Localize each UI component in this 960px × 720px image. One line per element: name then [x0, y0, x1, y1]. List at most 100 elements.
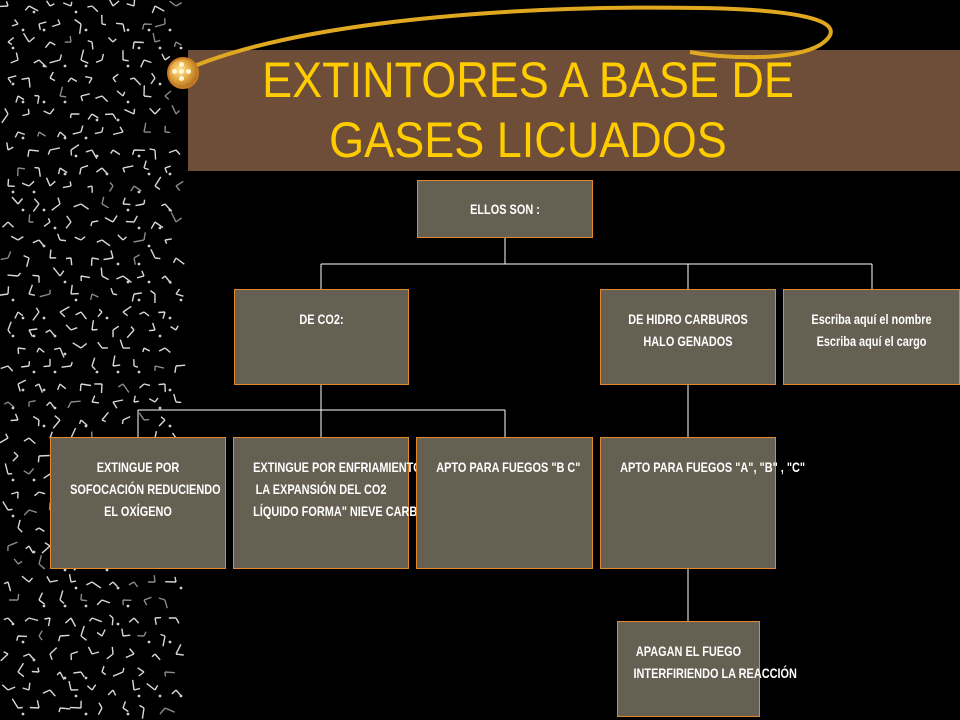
pattern-glyph [67, 77, 78, 83]
pattern-glyph [6, 142, 14, 151]
pattern-glyph [148, 397, 159, 403]
pattern-dot [32, 334, 36, 338]
pattern-glyph [70, 651, 79, 661]
pattern-glyph [150, 221, 164, 230]
pattern-glyph [70, 144, 80, 156]
pattern-glyph [23, 254, 30, 267]
pattern-glyph [143, 596, 152, 606]
pattern-glyph [133, 254, 141, 265]
pattern-glyph [122, 599, 132, 606]
pattern-dot [21, 388, 25, 392]
pattern-glyph [13, 558, 23, 565]
pattern-glyph [135, 199, 146, 207]
pattern-dot [95, 370, 99, 374]
pattern-dot [179, 694, 183, 698]
pattern-dot [147, 172, 151, 176]
box-line: LA EXPANSIÓN DEL CO2 [255, 481, 387, 497]
pattern-glyph [128, 581, 139, 588]
pattern-dot [74, 10, 78, 14]
pattern-glyph [122, 165, 134, 173]
pattern-dot [137, 298, 141, 302]
pattern-glyph [74, 236, 86, 241]
pattern-glyph [10, 52, 19, 64]
pattern-glyph [73, 671, 85, 678]
pattern-glyph [32, 274, 40, 283]
pattern-glyph [133, 232, 146, 243]
pattern-glyph [116, 90, 126, 97]
pattern-glyph [7, 75, 17, 83]
pattern-glyph [101, 14, 107, 26]
pattern-glyph [97, 341, 108, 349]
pattern-glyph [175, 180, 184, 192]
pattern-dot [84, 712, 88, 716]
pattern-dot [32, 550, 36, 554]
pattern-glyph [122, 701, 129, 713]
pattern-glyph [112, 667, 125, 677]
box-apto-abc: APTO PARA FUEGOS "A", "B" , "C" [600, 437, 805, 569]
pattern-glyph [91, 395, 100, 404]
box-line: EL OXÍGENO [104, 503, 172, 519]
pattern-glyph [104, 215, 118, 223]
pattern-glyph [22, 32, 36, 43]
pattern-dot [42, 64, 46, 68]
box-sofocacion: EXTINGUE POR SOFOCACIÓN REDUCIENDO EL OX… [50, 437, 226, 569]
pattern-glyph [168, 149, 181, 155]
pattern-glyph [21, 361, 31, 368]
pattern-glyph [88, 617, 103, 623]
pattern-glyph [17, 167, 25, 177]
pattern-glyph [80, 49, 89, 64]
pattern-glyph [59, 306, 70, 318]
title-line-1: EXTINTORES A BASE DE [262, 52, 794, 108]
pattern-dot [11, 82, 15, 86]
pattern-glyph [140, 59, 152, 68]
pattern-glyph [170, 212, 183, 223]
pattern-dot [53, 226, 57, 230]
pattern-glyph [57, 167, 68, 175]
pattern-glyph [37, 131, 46, 137]
pattern-dot [21, 100, 25, 104]
pattern-dot [74, 298, 78, 302]
box-line: LÍQUIDO FORMA" NIEVE CARBÓNICA" [253, 503, 458, 519]
pattern-glyph [11, 491, 19, 499]
pattern-glyph [44, 41, 56, 49]
pattern-glyph [49, 71, 56, 82]
pattern-glyph [69, 700, 82, 709]
pattern-glyph [14, 131, 26, 138]
pattern-glyph [64, 617, 77, 627]
pattern-glyph [38, 630, 43, 641]
pattern-glyph [103, 250, 114, 261]
pattern-dot [105, 568, 109, 572]
pattern-glyph [139, 383, 151, 389]
pattern-glyph [95, 167, 108, 175]
pattern-glyph [46, 576, 58, 583]
pattern-dot [126, 280, 130, 284]
pattern-glyph [47, 147, 60, 155]
pattern-glyph [87, 40, 94, 50]
box-line: DE HIDRO CARBUROS [628, 311, 748, 327]
pattern-glyph [49, 54, 63, 64]
pattern-glyph [139, 704, 145, 719]
pattern-dot [158, 46, 162, 50]
pattern-glyph [171, 105, 180, 115]
pattern-dot [63, 604, 67, 608]
pattern-glyph [86, 581, 102, 589]
pattern-dot [147, 28, 151, 32]
pattern-glyph [94, 126, 104, 135]
pattern-glyph [68, 573, 77, 583]
pattern-glyph [17, 379, 27, 392]
pattern-glyph [172, 257, 185, 265]
pattern-glyph [175, 643, 184, 656]
pattern-dot [11, 406, 15, 410]
pattern-glyph [34, 383, 44, 393]
pattern-glyph [29, 700, 40, 709]
pattern-dot [74, 154, 78, 158]
pattern-dot [126, 64, 130, 68]
pattern-dot [137, 262, 141, 266]
pattern-glyph [65, 215, 72, 229]
pattern-glyph [0, 651, 9, 662]
pattern-glyph [90, 220, 99, 227]
pattern-glyph [80, 275, 91, 282]
pattern-glyph [86, 684, 97, 691]
pattern-glyph [125, 215, 138, 223]
pattern-glyph [15, 95, 25, 103]
